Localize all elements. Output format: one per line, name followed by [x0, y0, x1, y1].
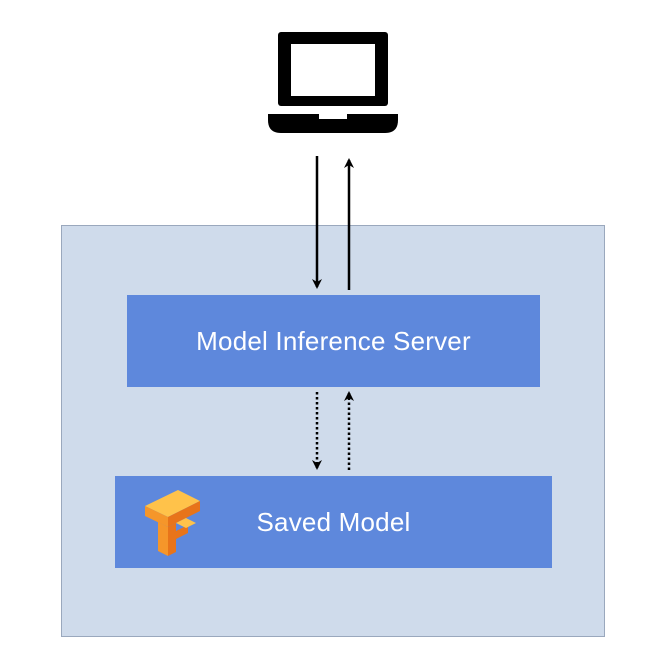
laptop-icon: [268, 32, 398, 133]
model-inference-server-label: Model Inference Server: [196, 325, 471, 356]
saved-model-label: Saved Model: [256, 506, 411, 537]
model-inference-server-box: Model Inference Server: [127, 295, 540, 387]
saved-model-box: Saved Model: [115, 476, 552, 568]
deployment-container: [61, 225, 605, 637]
tensorflow-logo-icon: [145, 490, 200, 556]
